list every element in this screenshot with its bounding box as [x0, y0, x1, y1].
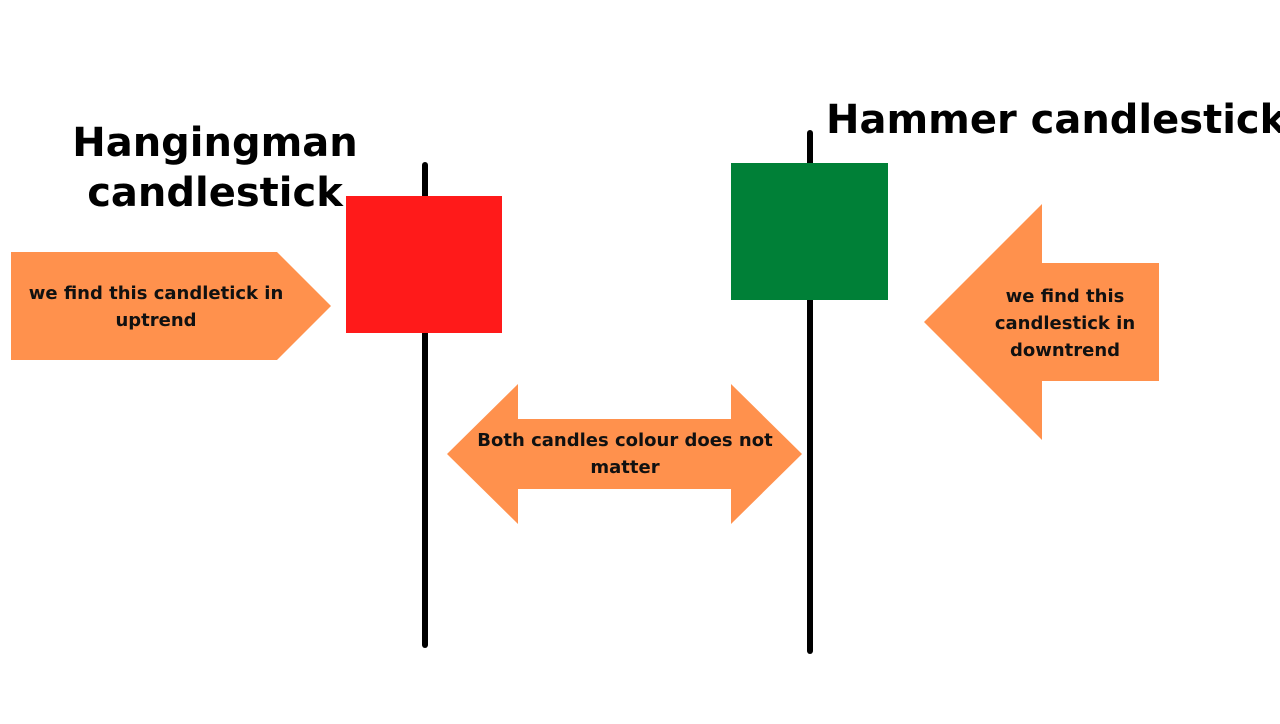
hammer-title: Hammer candlestick: [826, 97, 1280, 143]
hangingman-body: [346, 196, 502, 333]
downtrend-label: we find this candlestick in downtrend: [994, 285, 1136, 361]
uptrend-label: we find this candletick in uptrend: [28, 283, 284, 331]
colour-note-label: Both candles colour does not matter: [477, 430, 773, 478]
downtrend-arrow: [924, 204, 1159, 440]
hangingman-title: Hangingman candlestick: [72, 120, 358, 216]
hammer-body: [731, 163, 888, 300]
uptrend-arrow: [11, 252, 331, 360]
double-headed-arrow: [447, 384, 802, 524]
